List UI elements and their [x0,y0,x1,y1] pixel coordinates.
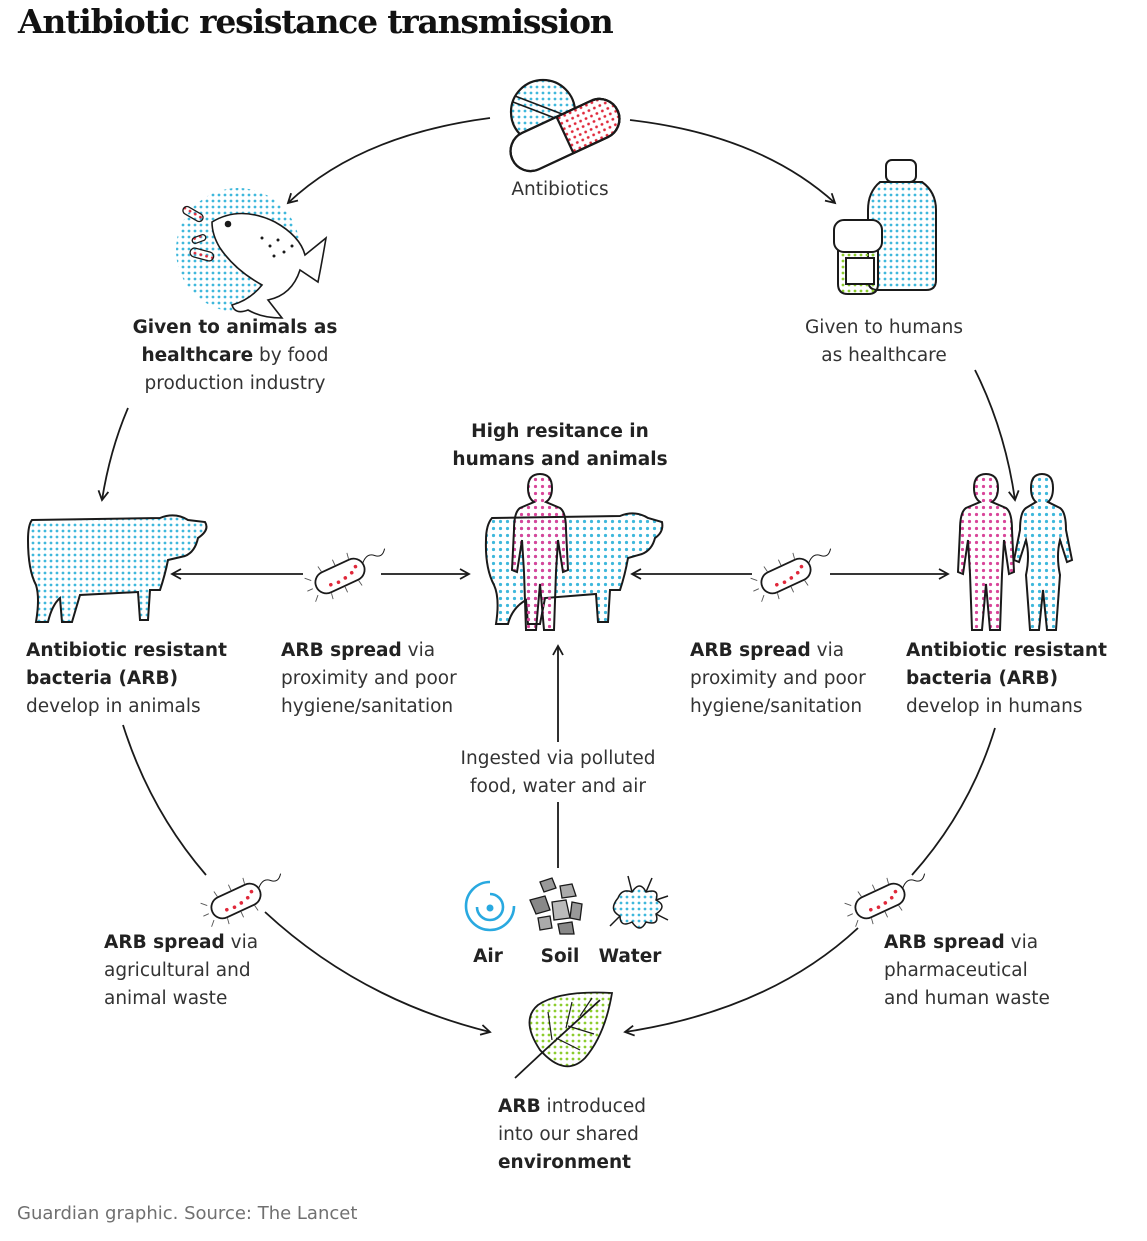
air-swirl-icon [464,880,516,932]
spread-left-line1-rest: via [401,640,436,661]
spread-left-line3: hygiene/sanitation [281,696,454,717]
arb-animals-line1: Antibiotic resistant [26,640,227,661]
element-label-soil: Soil [530,943,590,971]
spread-agri-label: ARB spread via agricultural and animal w… [104,929,258,1013]
humans-healthcare-label: Given to humans as healthcare [784,314,984,370]
arb-humans-label: Antibiotic resistant bacteria (ARB) deve… [906,637,1107,721]
arrow-humans-healthcare-to-people [974,369,1020,502]
spread-agri-line3: animal waste [104,988,228,1009]
spread-left-label: ARB spread via proximity and poor hygien… [281,637,457,721]
animals-healthcare-label: Given to animals as healthcare by food p… [105,314,365,398]
chart-title: Antibiotic resistance transmission [18,2,614,41]
spread-right-line1-bold: ARB spread [690,640,811,661]
spread-agri-line1-rest: via [224,932,259,953]
environment-label: ARB introduced into our shared environme… [498,1093,646,1177]
man-and-woman-icon [956,472,1074,631]
antibiotics-label: Antibiotics [511,179,609,200]
element-label-water: Water [597,943,663,971]
humans-healthcare-line2: as healthcare [821,345,947,366]
arrow-antibiotics-to-humans [629,119,837,205]
environment-line1-bold: ARB [498,1096,541,1117]
spread-pharma-line1-bold: ARB spread [884,932,1005,953]
spread-pharma-line1-rest: via [1004,932,1039,953]
ingested-label: Ingested via polluted food, water and ai… [438,745,678,801]
line-arb-animals-down [122,724,207,876]
spread-pharma-line3: and human waste [884,988,1050,1009]
environment-line3: environment [498,1152,631,1173]
bacterium-icon [304,548,386,602]
high-resistance-label: High resitance in humans and animals [440,418,680,474]
soil-stones-icon [529,877,583,935]
animals-healthcare-line2-bold: healthcare [141,345,254,366]
arrow-animals-healthcare-to-cow [97,407,129,502]
arb-humans-line3: develop in humans [906,696,1083,717]
spread-agri-line1-bold: ARB spread [104,932,225,953]
arb-animals-line2: bacteria (ARB) [26,668,179,689]
spread-left-line2: proximity and poor [281,668,457,689]
humans-healthcare-line1: Given to humans [804,317,964,338]
medicine-bottles-icon [833,159,937,295]
bacterium-icon [750,548,832,602]
spread-right-line2: proximity and poor [690,668,866,689]
arb-animals-label: Antibiotic resistant bacteria (ARB) deve… [26,637,227,721]
pill-capsule-icon [509,78,621,173]
arrow-agri-to-environment [264,911,492,1036]
water-splash-icon [609,875,669,929]
element-water-text: Water [598,946,662,967]
human-and-cow-icon [484,472,664,631]
ingested-line2: food, water and air [469,776,646,797]
spread-pharma-line2: pharmaceutical [884,960,1028,981]
spread-right-label: ARB spread via proximity and poor hygien… [690,637,866,721]
high-resistance-line2: humans and animals [452,449,668,470]
arb-humans-line2: bacteria (ARB) [906,668,1059,689]
leaf-icon [514,991,614,1079]
arb-animals-line3: develop in animals [26,696,201,717]
element-soil-text: Soil [540,946,580,967]
spread-right-line3: hygiene/sanitation [690,696,863,717]
ingested-line1: Ingested via polluted [460,748,656,769]
arrow-antibiotics-to-animals [286,117,491,205]
cow-icon [26,514,208,623]
animals-healthcare-line3: production industry [144,373,326,394]
element-label-air: Air [458,943,518,971]
animals-healthcare-line2-rest: by food [253,345,329,366]
animals-healthcare-line1: Given to animals as [132,317,338,338]
environment-line2: into our shared [498,1124,639,1145]
fish-icon [176,188,328,319]
high-resistance-line1: High resitance in [471,421,649,442]
arrow-pharma-to-environment [623,927,859,1037]
spread-right-line1-rest: via [810,640,845,661]
environment-line1-rest: introduced [540,1096,646,1117]
bacterium-icon [844,873,926,927]
bacterium-icon [200,873,282,927]
spread-agri-line2: agricultural and [104,960,251,981]
spread-left-line1-bold: ARB spread [281,640,402,661]
source-footer: Guardian graphic. Source: The Lancet [17,1203,358,1224]
arb-humans-line1: Antibiotic resistant [906,640,1107,661]
element-air-text: Air [473,946,503,967]
spread-pharma-label: ARB spread via pharmaceutical and human … [884,929,1050,1013]
line-arb-humans-down [911,727,996,876]
